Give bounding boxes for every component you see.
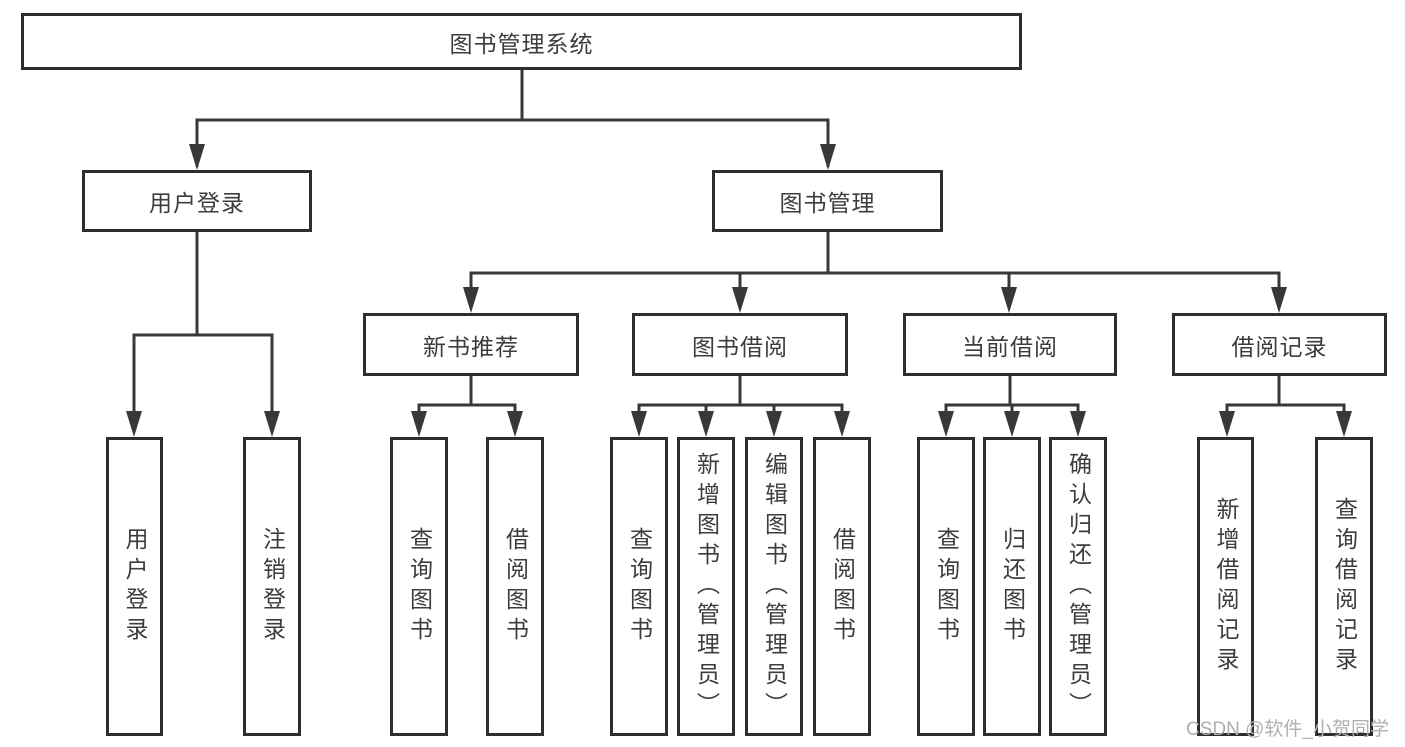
leaf-nb-borrow-book: 借阅图书 xyxy=(486,437,544,736)
arrow-down-icon xyxy=(1004,411,1020,437)
leaf-br-query-record-label: 查询借阅记录 xyxy=(1331,496,1358,677)
connector xyxy=(1225,376,1346,430)
connector xyxy=(469,232,1281,308)
group-current-borrow: 当前借阅 xyxy=(903,313,1117,376)
leaf-bb-borrow-book-label: 借阅图书 xyxy=(829,526,856,647)
arrow-down-icon xyxy=(411,411,427,437)
leaf-br-add-record: 新增借阅记录 xyxy=(1197,437,1254,736)
arrow-down-icon xyxy=(507,411,523,437)
arrow-down-icon xyxy=(631,411,647,437)
arrow-down-icon xyxy=(1336,411,1352,437)
arrow-down-icon xyxy=(834,411,850,437)
leaf-cb-return-book-label: 归还图书 xyxy=(999,526,1026,647)
leaf-bb-query-book: 查询图书 xyxy=(610,437,668,736)
group-book-borrow: 图书借阅 xyxy=(632,313,848,376)
leaf-user-login-label: 用户登录 xyxy=(122,526,148,647)
group-new-book-recommend-label: 新书推荐 xyxy=(423,333,519,360)
leaf-bb-borrow-book: 借阅图书 xyxy=(813,437,871,736)
arrow-down-icon xyxy=(820,144,836,170)
leaf-br-query-record: 查询借阅记录 xyxy=(1315,437,1373,736)
arrow-down-icon xyxy=(698,411,714,437)
leaf-user-login: 用户登录 xyxy=(106,437,163,736)
arrow-down-icon xyxy=(1271,287,1287,313)
arrow-down-icon xyxy=(126,411,142,437)
leaf-cb-query-book: 查询图书 xyxy=(917,437,975,736)
leaf-nb-query-book-label: 查询图书 xyxy=(406,526,433,647)
connector xyxy=(417,376,517,430)
branch-book-management: 图书管理 xyxy=(712,170,943,232)
node-root: 图书管理系统 xyxy=(21,13,1022,70)
leaf-cb-query-book-label: 查询图书 xyxy=(933,526,960,647)
arrow-down-icon xyxy=(1219,411,1235,437)
leaf-bb-query-book-label: 查询图书 xyxy=(626,526,653,647)
arrow-down-icon xyxy=(264,411,280,437)
leaf-bb-edit-book-admin: 编辑图书（管理员） xyxy=(745,437,803,736)
group-borrow-records: 借阅记录 xyxy=(1172,313,1387,376)
arrow-down-icon xyxy=(1001,287,1017,313)
branch-user-login: 用户登录 xyxy=(82,170,312,232)
leaf-cb-confirm-return-admin: 确认归还（管理员） xyxy=(1049,437,1107,736)
branch-user-login-label: 用户登录 xyxy=(149,190,245,216)
connector xyxy=(195,69,830,167)
leaf-cb-return-book: 归还图书 xyxy=(983,437,1041,736)
watermark: CSDN @软件_小贺同学 xyxy=(1186,719,1389,740)
leaf-nb-borrow-book-label: 借阅图书 xyxy=(502,526,529,647)
branch-book-management-label: 图书管理 xyxy=(779,190,876,216)
leaf-logout: 注销登录 xyxy=(243,437,301,736)
group-book-borrow-label: 图书借阅 xyxy=(692,333,788,360)
group-current-borrow-label: 当前借阅 xyxy=(962,333,1058,360)
arrow-down-icon xyxy=(189,144,205,170)
connector xyxy=(637,376,844,430)
arrow-down-icon xyxy=(1070,411,1086,437)
arrow-down-icon xyxy=(732,287,748,313)
leaf-cb-confirm-return-admin-label: 确认归还（管理员） xyxy=(1065,451,1092,722)
connector xyxy=(132,232,274,430)
group-borrow-records-label: 借阅记录 xyxy=(1231,333,1328,360)
arrow-down-icon xyxy=(766,411,782,437)
leaf-nb-query-book: 查询图书 xyxy=(390,437,448,736)
node-root-label: 图书管理系统 xyxy=(449,30,594,57)
arrow-down-icon xyxy=(938,411,954,437)
leaf-bb-edit-book-admin-label: 编辑图书（管理员） xyxy=(761,451,788,722)
arrow-down-icon xyxy=(463,287,479,313)
leaf-bb-add-book-admin: 新增图书（管理员） xyxy=(677,437,735,736)
group-new-book-recommend: 新书推荐 xyxy=(363,313,579,376)
leaf-br-add-record-label: 新增借阅记录 xyxy=(1213,496,1239,677)
leaf-bb-add-book-admin-label: 新增图书（管理员） xyxy=(693,451,720,722)
leaf-logout-label: 注销登录 xyxy=(259,526,286,647)
